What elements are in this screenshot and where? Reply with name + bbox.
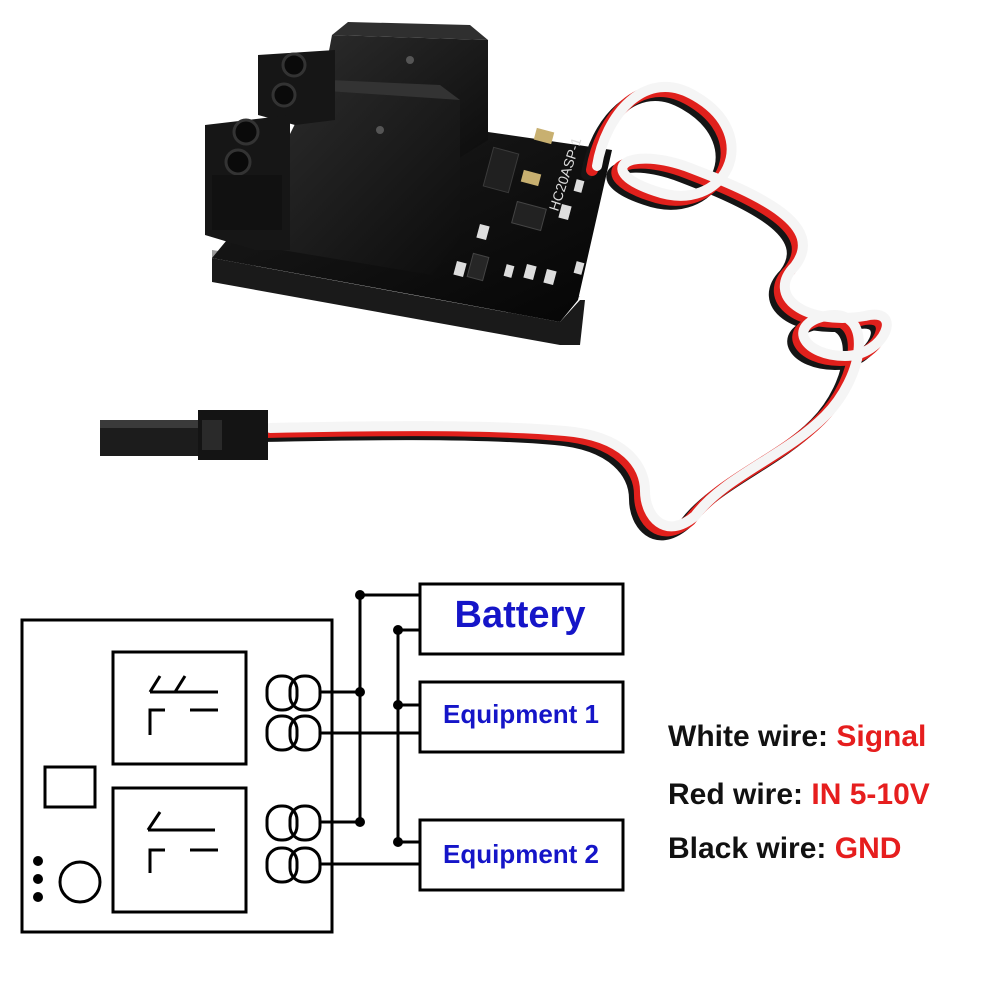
red-wire-function: IN 5-10V [811, 778, 930, 811]
servo-cable [254, 81, 892, 541]
wire-legend-red: Red wire: IN 5-10V [668, 778, 930, 812]
terminal-block [205, 50, 335, 250]
wire-legend-white: White wire: Signal [668, 720, 926, 754]
equipment-2-box [418, 818, 625, 892]
black-wire-label: Black wire: [668, 832, 827, 865]
junction-dots [33, 590, 403, 902]
indicator-square [43, 765, 97, 809]
relay-2-symbol [111, 786, 248, 914]
servo-connector [100, 410, 268, 460]
wiring-lines [320, 593, 420, 866]
connector-circle [58, 860, 102, 904]
terminal-ovals [265, 674, 322, 884]
wiring-diagram: Battery Equipment 1 Equipment 2 [20, 582, 625, 934]
battery-box [418, 582, 625, 656]
module-outline [20, 618, 334, 934]
wire-legend-black: Black wire: GND [668, 832, 901, 866]
equipment-1-label: Equipment 1 [443, 699, 599, 729]
red-wire-label: Red wire: [668, 778, 804, 811]
relay-front [282, 80, 460, 275]
equipment-1-box [418, 680, 625, 754]
battery-label: Battery [455, 594, 586, 636]
equipment-2-label: Equipment 2 [443, 839, 599, 869]
white-wire-label: White wire: [668, 720, 829, 753]
relay-1-symbol [111, 650, 248, 766]
white-wire-function: Signal [836, 720, 927, 753]
black-wire-function: GND [834, 832, 902, 865]
product-photo: HC20ASP-1 [100, 22, 892, 541]
